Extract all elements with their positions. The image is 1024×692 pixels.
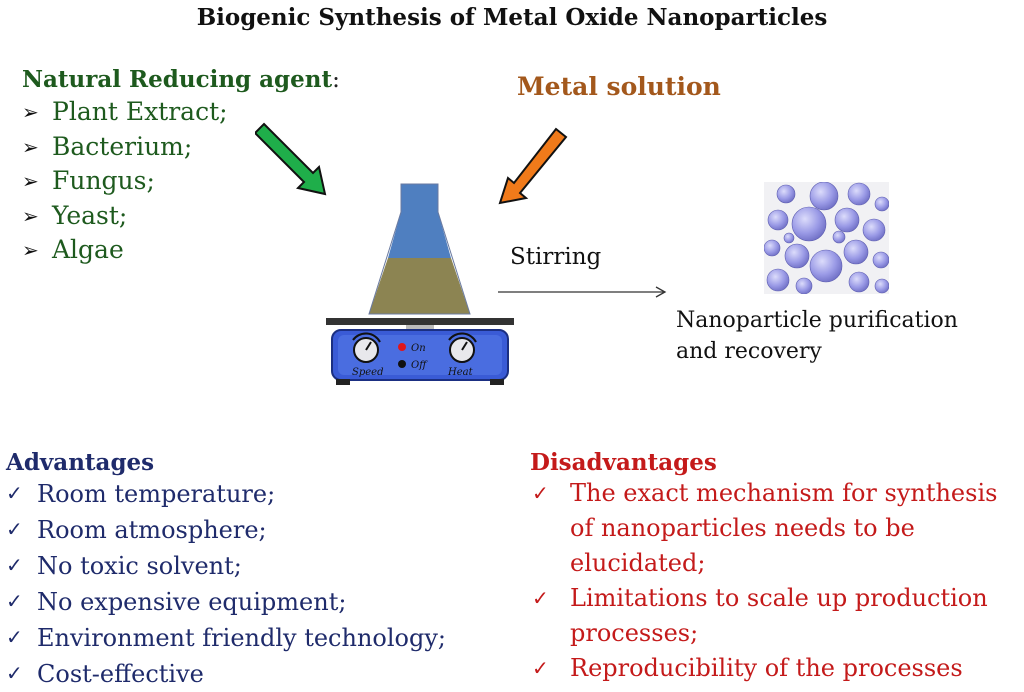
list-item: ✓ Environment friendly technology; [6, 620, 446, 656]
arrow-bullet-icon: ➢ [22, 134, 39, 159]
arrow-bullet-icon: ➢ [22, 169, 39, 193]
advantage-label: Cost-effective [37, 660, 204, 688]
nanoparticles-image [764, 182, 889, 294]
green-arrow-icon [255, 122, 327, 196]
arrow-bullet-icon: ➢ [22, 100, 39, 124]
check-icon: ✓ [6, 625, 23, 649]
recovery-line-1: Nanoparticle purification [676, 308, 958, 333]
disadvantage-label: Limitations to scale up production proce… [570, 584, 988, 647]
advantage-label: Room temperature; [37, 480, 276, 508]
check-icon: ✓ [6, 517, 23, 541]
check-icon: ✓ [6, 661, 23, 685]
check-icon: ✓ [532, 586, 549, 610]
list-item: ✓ The exact mechanism for synthesis of na… [530, 476, 1020, 581]
list-item: ✓ No toxic solvent; [6, 548, 446, 584]
stirrer-flask-illustration: Speed On Off Heat [326, 183, 514, 385]
off-label: Off [411, 360, 428, 371]
advantage-label: Room atmosphere; [37, 516, 267, 544]
advantage-label: No toxic solvent; [37, 552, 242, 580]
arrow-bullet-icon: ➢ [22, 203, 39, 228]
reducing-agents-heading: Natural Reducing agent: [22, 66, 340, 93]
agent-label: Bacterium; [52, 131, 193, 161]
advantages-heading: Advantages [6, 449, 155, 476]
check-icon: ✓ [6, 481, 23, 505]
list-item: ➢ Bacterium; [22, 130, 340, 165]
check-icon: ✓ [532, 481, 549, 505]
on-label: On [411, 343, 426, 354]
metal-solution-label: Metal solution [517, 72, 721, 101]
list-item: ➢ Plant Extract; [22, 95, 340, 130]
heading-colon: : [332, 67, 340, 93]
list-item: ✓ Limitations to scale up production proc… [530, 581, 1020, 651]
check-icon: ✓ [532, 656, 549, 680]
agent-label: Fungus; [52, 166, 155, 195]
agent-label: Plant Extract; [52, 97, 228, 126]
list-item: ✓ No expensive equipment; [6, 584, 446, 620]
list-item: ✓ Room atmosphere; [6, 512, 446, 548]
recovery-label: Nanoparticle purification and recovery [676, 305, 958, 367]
list-item: ✓ Cost-effective [6, 656, 446, 692]
check-icon: ✓ [6, 553, 23, 577]
process-arrow-icon [498, 286, 667, 298]
disadvantage-label: The exact mechanism for synthesis of nan… [570, 479, 998, 577]
diagram-title: Biogenic Synthesis of Metal Oxide Nanopa… [196, 4, 828, 31]
arrow-bullet-icon: ➢ [22, 238, 39, 262]
agent-label: Yeast; [52, 200, 128, 230]
flask-icon [368, 183, 471, 315]
heat-label: Heat [447, 367, 474, 378]
disadvantages-heading: Disadvantages [530, 449, 717, 476]
list-item: ➢ Yeast; [22, 199, 340, 234]
disadvantage-label: Reproducibility of the processes [570, 654, 963, 682]
advantage-label: No expensive equipment; [37, 588, 347, 616]
recovery-line-2: and recovery [676, 339, 822, 364]
advantage-label: Environment friendly technology; [37, 624, 446, 652]
advantages-panel: Advantages ✓ Room temperature; ✓ Room atmo… [6, 449, 446, 692]
check-icon: ✓ [6, 589, 23, 613]
orange-arrow-icon [498, 127, 568, 205]
agent-label: Algae [52, 235, 124, 264]
speed-label: Speed [352, 367, 384, 378]
reducing-agents-heading-text: Natural Reducing agent [22, 66, 333, 93]
list-item: ➢ Algae [22, 233, 340, 268]
disadvantages-panel: Disadvantages ✓ The exact mechanism for s… [530, 449, 1020, 686]
list-item: ✓ Room temperature; [6, 476, 446, 512]
list-item: ✓ Reproducibility of the processes [530, 651, 1020, 686]
stirring-label: Stirring [510, 244, 602, 270]
hotplate-icon [326, 318, 514, 385]
list-item: ➢ Fungus; [22, 164, 340, 199]
reducing-agents-panel: Natural Reducing agent: ➢Plant Extract; … [22, 66, 340, 268]
